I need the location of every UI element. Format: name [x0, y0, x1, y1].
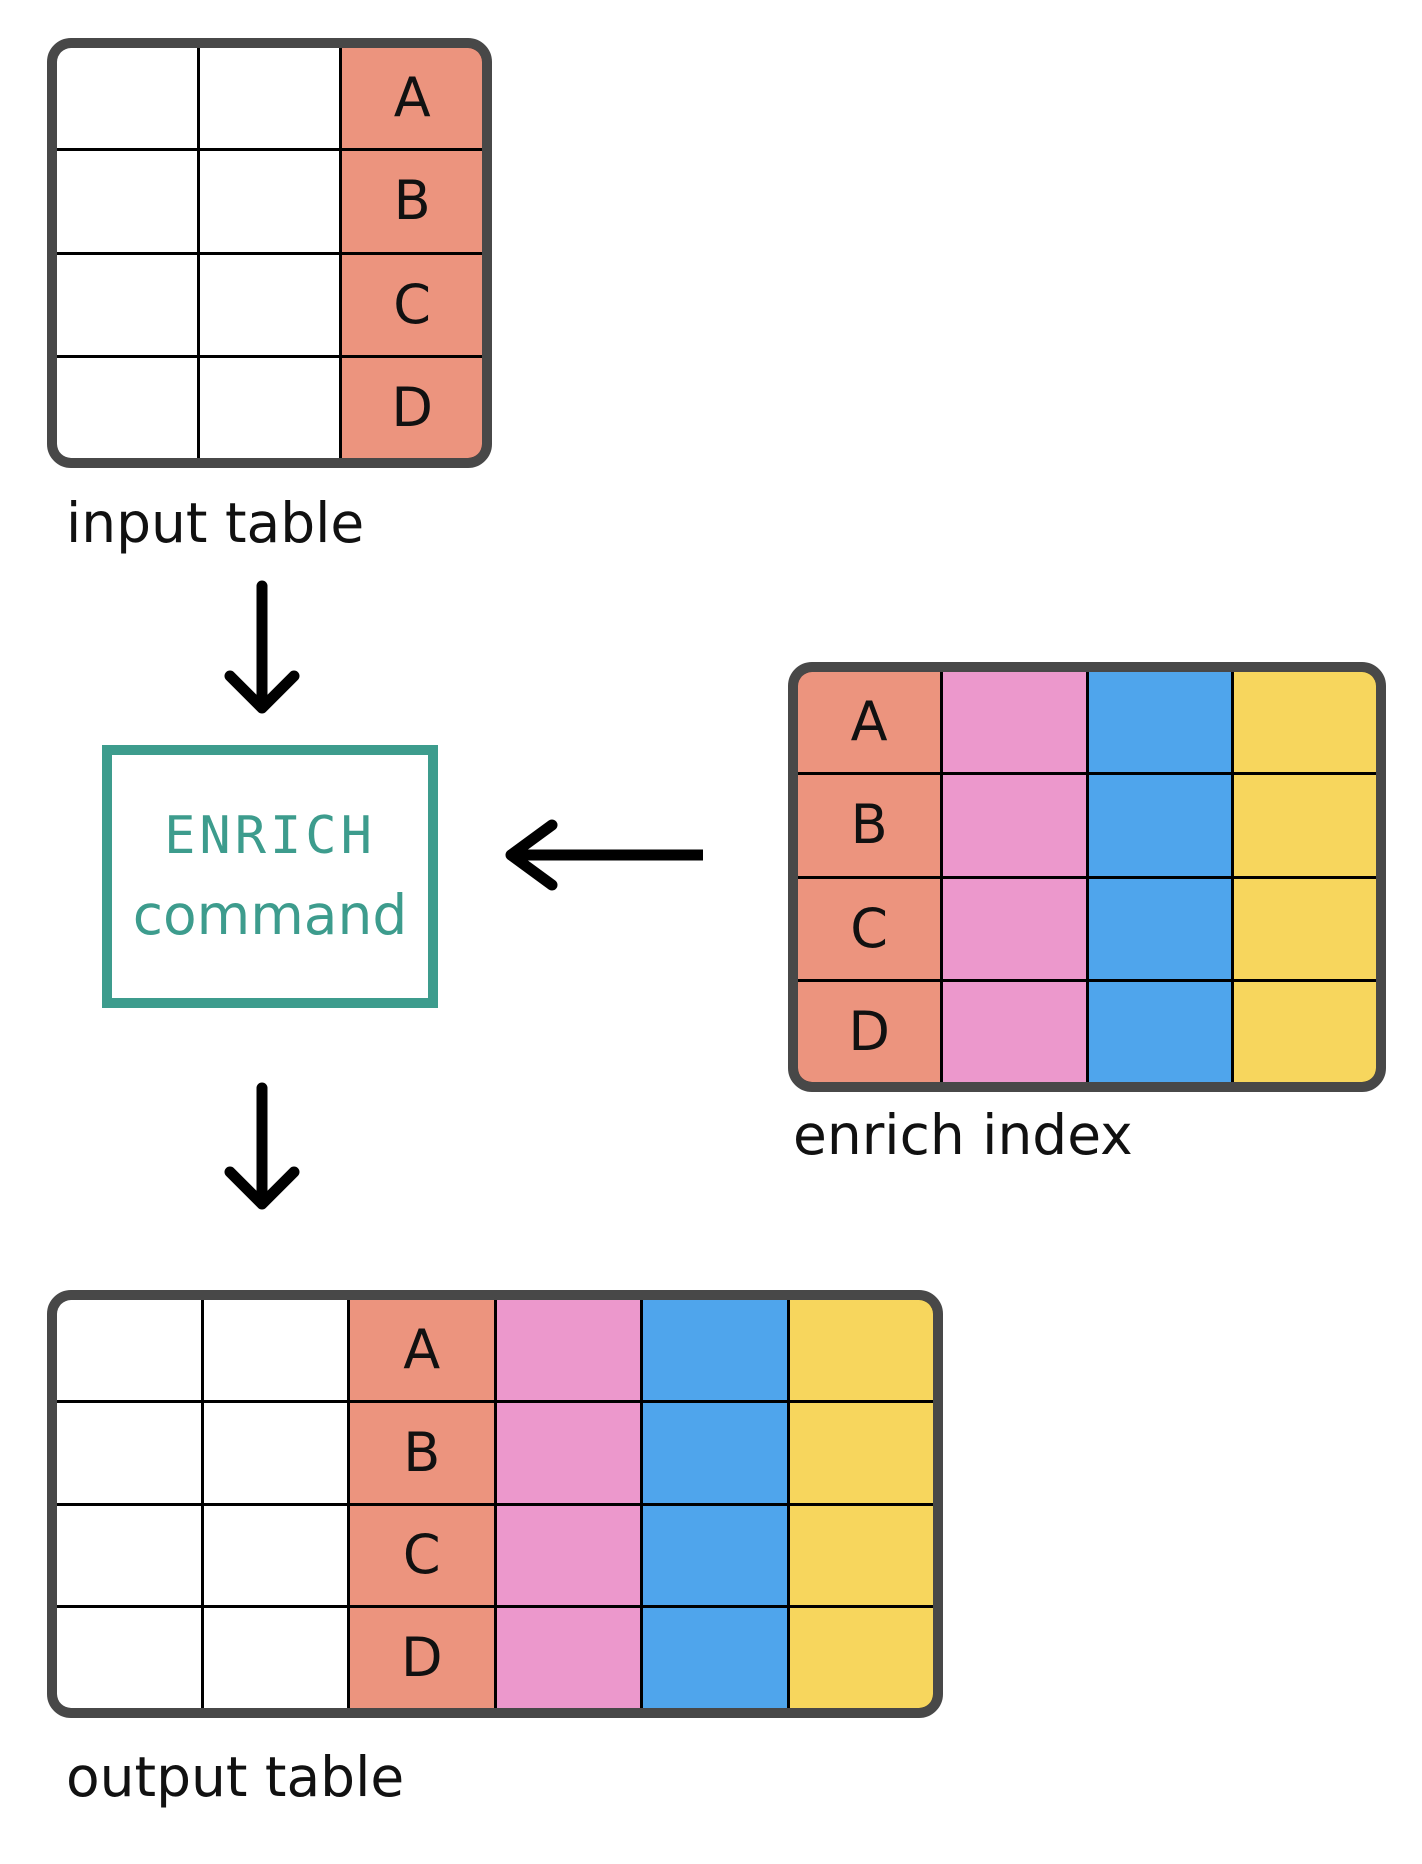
table-cell — [199, 254, 340, 355]
table-cell — [1088, 775, 1231, 876]
enrich-command-box: ENRICH command — [102, 745, 438, 1008]
table-cell — [943, 878, 1086, 979]
table-cell — [57, 1402, 201, 1503]
table-cell — [203, 1608, 347, 1708]
key-cell: B — [798, 775, 941, 876]
table-cell — [496, 1608, 640, 1708]
table-cell — [789, 1608, 933, 1708]
table-cell — [57, 48, 197, 149]
table-cell — [643, 1608, 787, 1708]
table-cell — [1233, 981, 1376, 1082]
table-cell — [1088, 981, 1231, 1082]
enrich-command-word: command — [132, 883, 408, 947]
key-cell: D — [798, 981, 941, 1082]
table-cell — [943, 981, 1086, 1082]
output-table-label: output table — [66, 1745, 405, 1809]
table-cell — [1088, 672, 1231, 773]
key-cell: D — [342, 357, 482, 458]
key-cell: C — [798, 878, 941, 979]
table-cell — [1233, 775, 1376, 876]
table-cell — [943, 775, 1086, 876]
table-cell — [203, 1402, 347, 1503]
key-cell: A — [798, 672, 941, 773]
table-cell — [789, 1300, 933, 1400]
key-cell: C — [350, 1505, 494, 1606]
enrich-command-keyword: ENRICH — [164, 806, 376, 866]
table-cell — [943, 672, 1086, 773]
table-cell — [57, 254, 197, 355]
key-cell: C — [342, 254, 482, 355]
arrow-left-icon — [505, 819, 703, 891]
table-cell — [57, 1608, 201, 1708]
table-cell — [789, 1402, 933, 1503]
table-cell — [643, 1402, 787, 1503]
table-cell — [203, 1300, 347, 1400]
table-cell — [203, 1505, 347, 1606]
enrich-index-label: enrich index — [793, 1103, 1133, 1167]
key-cell: B — [350, 1402, 494, 1503]
table-cell — [199, 151, 340, 252]
table-cell — [199, 357, 340, 458]
table-cell — [57, 1300, 201, 1400]
arrow-down-icon — [224, 1082, 300, 1210]
table-cell — [1233, 672, 1376, 773]
key-cell: A — [350, 1300, 494, 1400]
table-cell — [496, 1402, 640, 1503]
table-cell — [57, 151, 197, 252]
table-cell — [1233, 878, 1376, 979]
input-table-label: input table — [66, 491, 365, 555]
key-cell: A — [342, 48, 482, 149]
table-cell — [789, 1505, 933, 1606]
table-cell — [643, 1300, 787, 1400]
key-cell: B — [342, 151, 482, 252]
arrow-down-icon — [224, 580, 300, 714]
table-cell — [1088, 878, 1231, 979]
table-cell — [496, 1300, 640, 1400]
table-cell — [199, 48, 340, 149]
table-cell — [57, 357, 197, 458]
table-cell — [643, 1505, 787, 1606]
key-cell: D — [350, 1608, 494, 1708]
table-cell — [57, 1505, 201, 1606]
table-cell — [496, 1505, 640, 1606]
